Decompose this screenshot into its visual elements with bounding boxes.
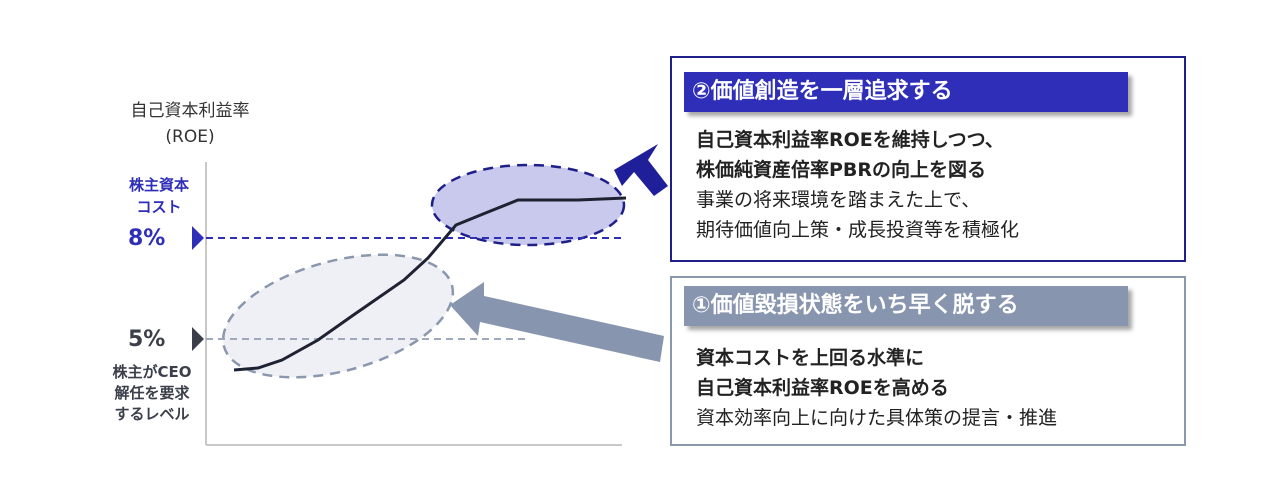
roe-curve [233,196,627,372]
level-8-label: 8% [128,226,166,251]
ceo-label-line1: 株主がCEO [112,363,192,381]
value-loss-exit-line2: 自己資本利益率ROEを高める [696,377,949,399]
value-creation-title: ②価値創造を一層追求する [684,72,1128,112]
ceo-label-line3: するレベル [114,405,190,423]
value-creation-line2: 株価純資産倍率PBRの向上を図る [696,159,987,181]
cost-of-equity-label: 株主資本 コスト [104,174,214,218]
arrow-to-ellipse-high-icon [614,144,668,196]
cost-label-line2: コスト [136,198,182,216]
value-creation-line1: 自己資本利益率ROEを維持しつつ、 [696,129,1004,151]
value-creation-line3: 事業の将来環境を踏まえた上で、 [696,189,981,211]
value-creation-line4: 期待価値向上策・成長投資等を積極化 [696,219,1020,241]
marker-8pct [192,226,204,250]
value-loss-exit-box: ①価値毀損状態をいち早く脱する 資本コストを上回る水準に 自己資本利益率ROEを… [670,276,1186,446]
cost-label-line1: 株主資本 [128,176,189,194]
level-5-label: 5% [128,327,166,352]
value-creation-box: ②価値創造を一層追求する 自己資本利益率ROEを維持しつつ、 株価純資産倍率PB… [670,56,1186,262]
value-loss-exit-title: ①価値毀損状態をいち早く脱する [684,286,1128,326]
ceo-label-line2: 解任を要求 [114,384,190,402]
value-loss-exit-line1: 資本コストを上回る水準に [696,347,925,369]
ceo-dismissal-label: 株主がCEO 解任を要求 するレベル [90,362,214,425]
y-axis-label-line1: 自己資本利益率 [130,101,250,121]
value-loss-exit-line3: 資本効率向上に向けた具体策の提言・推進 [696,407,1058,429]
ellipse-high [430,163,626,247]
y-axis-label: 自己資本利益率 (ROE) [110,98,270,150]
y-axis-label-line2: (ROE) [165,127,215,147]
marker-5pct [192,327,204,351]
arrow-to-ellipse-low-icon [450,282,664,362]
